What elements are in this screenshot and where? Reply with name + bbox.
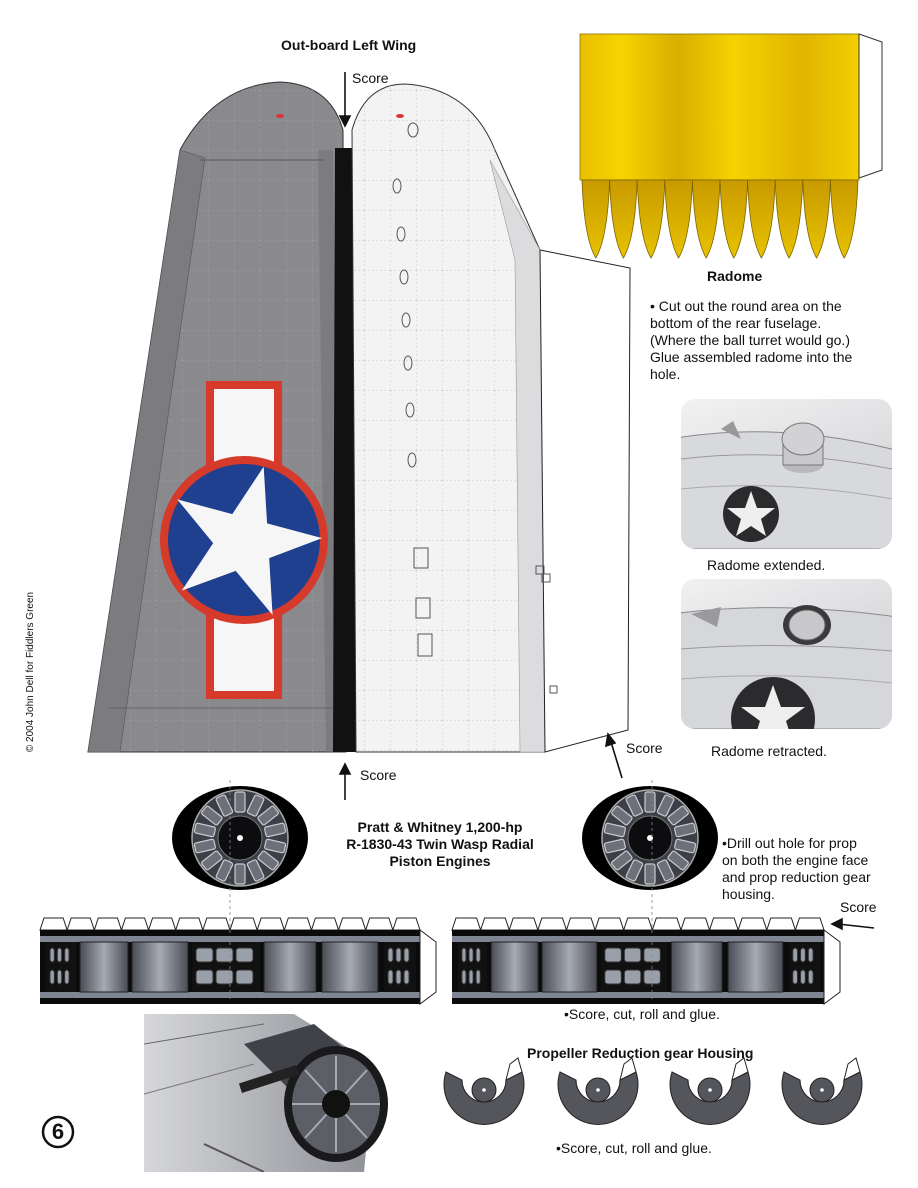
engine-cylinder bbox=[257, 805, 279, 826]
radome-petal bbox=[719, 179, 749, 259]
engine-cylinder bbox=[215, 794, 234, 817]
score-arrow-cowl bbox=[837, 923, 875, 929]
drill-note-line: •Drill out hole for prop bbox=[722, 835, 857, 851]
page-number-circle bbox=[41, 1115, 75, 1149]
engine-cowl-strip-right bbox=[451, 917, 841, 1005]
radome-petal bbox=[747, 179, 776, 259]
engine-cylinder bbox=[656, 794, 675, 817]
engine-cylinder bbox=[246, 859, 265, 882]
engine-cylinder bbox=[625, 794, 644, 817]
star-insignia bbox=[160, 381, 328, 699]
radome-title: Radome bbox=[707, 268, 763, 284]
radome-instruction-line: Glue assembled radome into the bbox=[650, 349, 853, 365]
cowl-note: •Score, cut, roll and glue. bbox=[564, 1006, 720, 1022]
engine-cylinder bbox=[611, 850, 633, 871]
radome-retracted-photo bbox=[681, 579, 892, 729]
drill-note: •Drill out hole for prop on both the eng… bbox=[722, 835, 912, 903]
cowl-panel bbox=[321, 941, 379, 993]
engine-title-line: Pratt & Whitney 1,200-hp bbox=[357, 819, 523, 835]
radome-petal bbox=[581, 179, 611, 259]
score-arrow-right bbox=[610, 741, 623, 779]
radome-petal bbox=[664, 179, 693, 259]
radome-petal bbox=[636, 179, 666, 259]
engine-cylinder bbox=[674, 822, 697, 838]
score-label-bottom: Score bbox=[360, 767, 397, 783]
prop-housing-part bbox=[443, 1057, 525, 1125]
engine-title-line: Piston Engines bbox=[389, 853, 491, 869]
engine-cylinder bbox=[246, 794, 265, 817]
radome-instruction-line: hole. bbox=[650, 366, 681, 382]
prop-housings bbox=[443, 1057, 863, 1125]
radome-petal bbox=[829, 179, 859, 259]
wing-score-spar bbox=[333, 148, 356, 752]
engine-cylinder bbox=[656, 859, 675, 882]
engine-cylinder bbox=[193, 822, 216, 838]
engine-cylinder bbox=[603, 838, 626, 854]
engine-cylinder bbox=[201, 805, 223, 826]
page-number: 6 bbox=[51, 1119, 65, 1144]
cowl-panel bbox=[727, 941, 784, 993]
score-label-top: Score bbox=[352, 70, 389, 86]
engine-cowl-strip-left bbox=[39, 917, 437, 1005]
wing-lower-surface bbox=[351, 83, 631, 753]
cowl-panel bbox=[263, 941, 317, 993]
radome-retracted-caption: Radome retracted. bbox=[711, 743, 827, 759]
cowl-panel bbox=[670, 941, 723, 993]
engine-cylinder bbox=[644, 791, 656, 813]
radome-petal bbox=[774, 179, 804, 259]
radome-cutout bbox=[579, 33, 883, 259]
engine-cylinder bbox=[674, 838, 697, 854]
engine-cylinder bbox=[644, 863, 656, 885]
propeller-note: •Score, cut, roll and glue. bbox=[556, 1140, 712, 1156]
drill-note-line: and prop reduction gear bbox=[722, 869, 871, 885]
radome-petal bbox=[802, 179, 831, 259]
score-label-right: Score bbox=[626, 740, 663, 756]
radome-petal bbox=[609, 179, 638, 259]
score-label-cowl: Score bbox=[840, 899, 877, 915]
propeller-title: Propeller Reduction gear Housing bbox=[527, 1045, 754, 1061]
engine-cylinder bbox=[201, 850, 223, 871]
engine-cylinder bbox=[667, 805, 689, 826]
cowl-panel bbox=[79, 941, 129, 993]
engine-title-line: R-1830-43 Twin Wasp Radial bbox=[346, 836, 534, 852]
radome-instructions: • Cut out the round area on the bottom o… bbox=[650, 298, 890, 383]
prop-housing-part bbox=[669, 1057, 751, 1125]
engine-cylinder bbox=[625, 859, 644, 882]
prop-housing-part bbox=[557, 1057, 639, 1125]
engine-cylinder bbox=[234, 791, 246, 813]
wing-title: Out-board Left Wing bbox=[281, 37, 417, 53]
cowl-panel bbox=[131, 941, 189, 993]
engine-cylinder bbox=[264, 822, 287, 838]
radome-extended-caption: Radome extended. bbox=[707, 557, 826, 573]
drill-note-line: on both the engine face bbox=[722, 852, 869, 868]
radome-petal bbox=[691, 179, 721, 259]
prop-housing-part bbox=[781, 1057, 863, 1125]
engine-title: Pratt & Whitney 1,200-hp R-1830-43 Twin … bbox=[330, 819, 550, 870]
copyright: © 2004 John Dell for Fiddlers Green bbox=[25, 591, 36, 753]
nav-light-icon bbox=[276, 114, 284, 118]
cowl-panel bbox=[541, 941, 598, 993]
engine-cylinder bbox=[257, 850, 279, 871]
cowl-panel bbox=[490, 941, 539, 993]
engine-cylinder bbox=[667, 850, 689, 871]
radome-extended-photo bbox=[681, 399, 892, 549]
engine-face-left bbox=[172, 786, 308, 890]
radome-instruction-line: • Cut out the round area on the bbox=[650, 298, 842, 314]
engine-cylinder bbox=[215, 859, 234, 882]
engine-cylinder bbox=[603, 822, 626, 838]
engine-cylinder bbox=[611, 805, 633, 826]
radome-instruction-line: bottom of the rear fuselage. bbox=[650, 315, 822, 331]
engine-cylinder bbox=[193, 838, 216, 854]
engine-assembled-photo bbox=[144, 1004, 399, 1172]
engine-cylinder bbox=[234, 863, 246, 885]
drill-note-line: housing. bbox=[722, 886, 775, 902]
engine-cylinder bbox=[264, 838, 287, 854]
radome-instruction-line: (Where the ball turret would go.) bbox=[650, 332, 850, 348]
engine-face-right bbox=[582, 786, 718, 890]
